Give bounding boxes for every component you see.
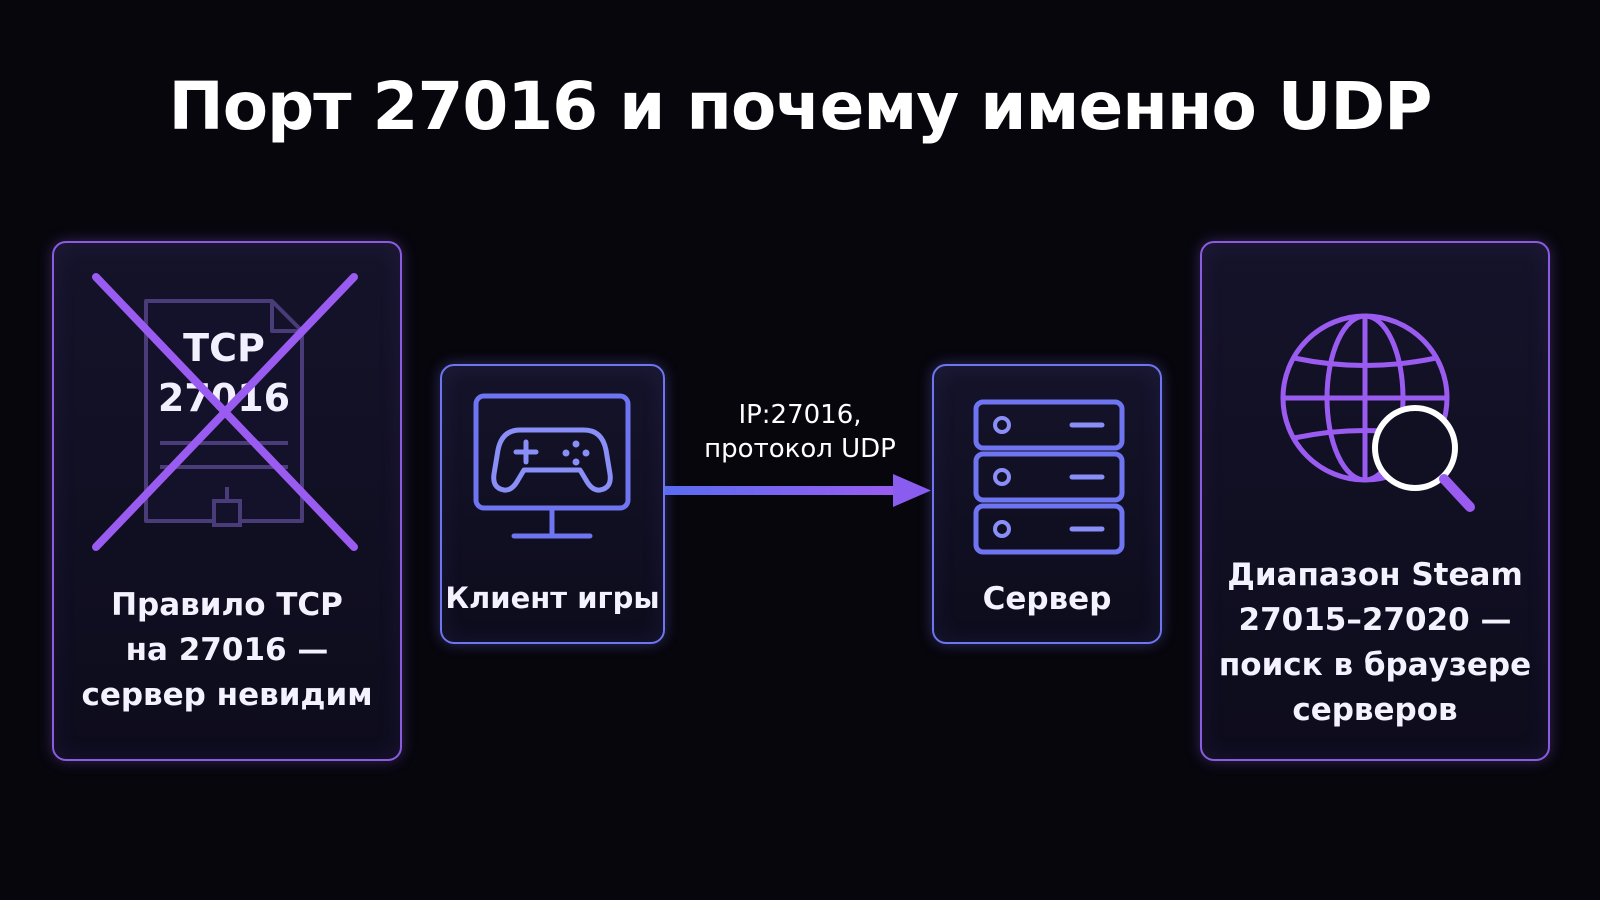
tcp-card-label-line: Правило TCP (111, 587, 343, 623)
document-text-line1: TCP (183, 326, 265, 370)
crossed-document-icon: TCP 27016 (92, 273, 358, 551)
steam-card-label-line: 27015–27020 — (1238, 602, 1512, 638)
connection-label-line: IP:27016, (738, 400, 862, 430)
server-rack-icon (973, 399, 1125, 555)
client-card-label: Клиент игры (445, 581, 660, 615)
arrow-head (893, 474, 931, 507)
server-card-label: Сервер (982, 581, 1112, 617)
cross-mark-line (92, 273, 358, 551)
game-client-card: Клиент игры (440, 364, 665, 644)
udp-connection-arrow: IP:27016, протокол UDP (665, 398, 935, 518)
arrow-shaft (665, 486, 897, 495)
tcp-rule-card: TCP 27016 Правило TCP на 27016 — сервер … (52, 241, 402, 761)
globe-search-icon (1280, 313, 1475, 512)
page-title: Порт 27016 и почему именно UDP (168, 68, 1432, 145)
gamepad-button (572, 440, 580, 448)
gamepad-icon (491, 427, 613, 493)
search-icon-handle (1439, 474, 1475, 512)
tcp-card-label: Правило TCP на 27016 — сервер невидим (54, 583, 400, 718)
server-unit (973, 399, 1125, 451)
arrow-right-icon (665, 474, 931, 507)
tcp-card-label-line: сервер невидим (81, 677, 373, 713)
steam-range-card: Диапазон Steam 27015–27020 — поиск в бра… (1200, 241, 1550, 761)
gamepad-button (582, 449, 590, 457)
gamepad-button (572, 458, 580, 466)
server-unit (973, 451, 1125, 503)
server-led (993, 468, 1011, 486)
steam-card-label-line: поиск в браузере (1218, 647, 1532, 683)
steam-card-label: Диапазон Steam 27015–27020 — поиск в бра… (1202, 553, 1548, 733)
server-led (993, 416, 1011, 434)
connection-label-line: протокол UDP (704, 434, 896, 464)
steam-card-label-line: серверов (1292, 692, 1458, 728)
gamepad-button (562, 449, 570, 457)
server-card: Сервер (932, 364, 1162, 644)
document-fold (270, 301, 302, 333)
connection-label: IP:27016, протокол UDP (665, 398, 935, 466)
server-unit (973, 503, 1125, 555)
document-seal (212, 499, 242, 527)
gamepad-monitor-icon (473, 393, 631, 539)
search-icon (1372, 405, 1458, 491)
tcp-card-label-line: на 27016 — (125, 632, 329, 668)
steam-card-label-line: Диапазон Steam (1227, 557, 1523, 593)
server-led (993, 520, 1011, 538)
